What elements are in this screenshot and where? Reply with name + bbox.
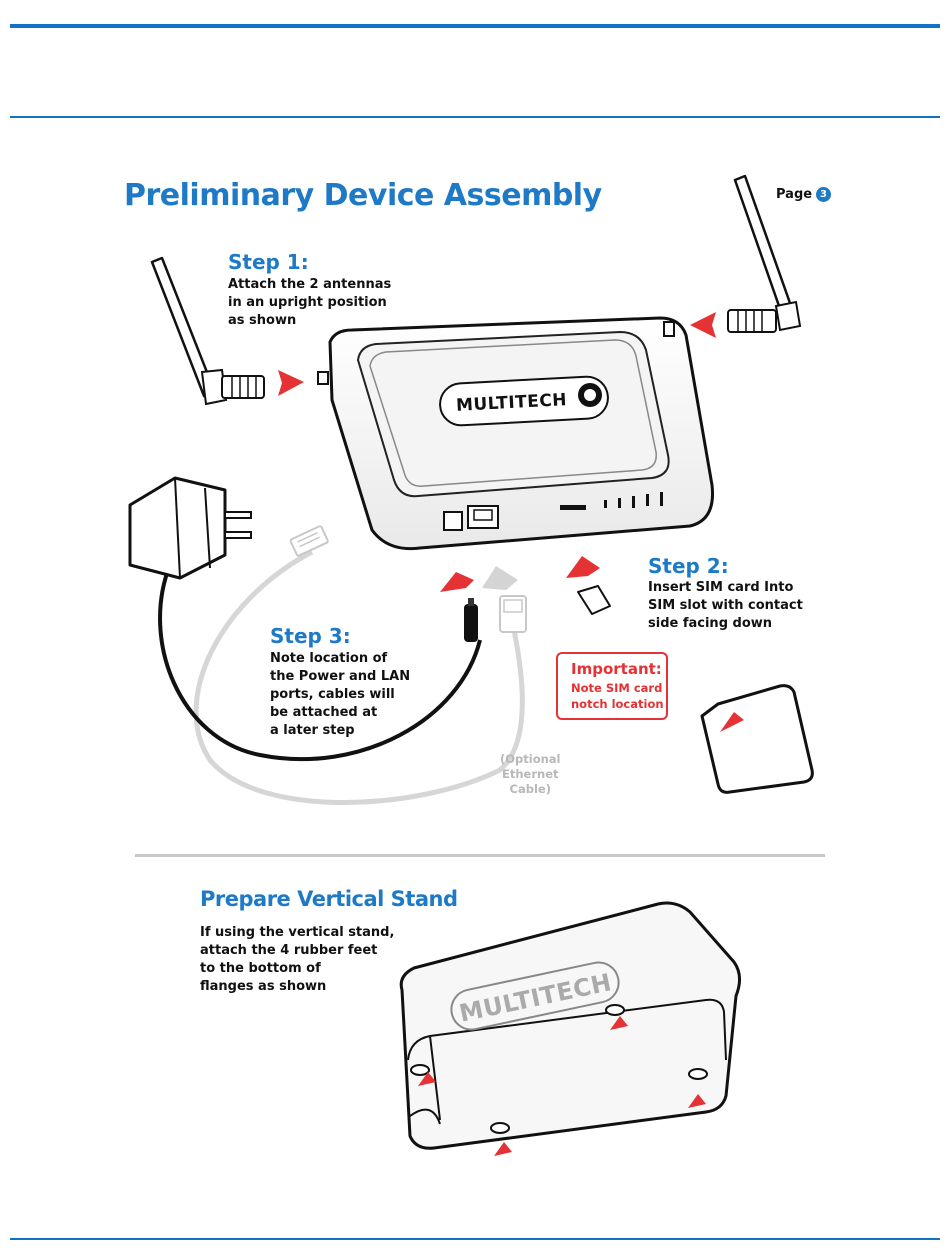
stand-line: to the bottom of <box>200 961 321 976</box>
step3-text: Note location of the Power and LAN ports… <box>270 650 410 740</box>
stand-line: attach the 4 rubber feet <box>200 943 378 958</box>
stand-title: Prepare Vertical Stand <box>200 887 458 911</box>
step1-line: Attach the 2 antennas <box>228 277 392 292</box>
arrow-notch-icon <box>720 712 744 732</box>
ethernet-connector-left-icon <box>289 525 329 557</box>
step3-line: be attached at <box>270 705 378 720</box>
step2-heading: Step 2: <box>648 554 729 578</box>
step2-line: SIM slot with contact <box>648 598 803 613</box>
rubber-foot-icon <box>490 1122 510 1134</box>
sim-slot-icon <box>560 505 586 510</box>
stand-text: If using the vertical stand, attach the … <box>200 924 394 996</box>
optional-line: (Optional <box>500 752 561 766</box>
important-text: Note SIM card notch location <box>571 680 664 712</box>
page-number-badge: 3 <box>816 187 831 202</box>
rubber-foot-icon <box>605 1004 625 1016</box>
step1-heading: Step 1: <box>228 250 309 274</box>
step3-heading: Step 3: <box>270 624 351 648</box>
optional-line: Cable) <box>509 782 551 796</box>
arrow-power-icon <box>440 572 474 592</box>
arrow-antenna-right-icon <box>690 312 716 338</box>
stand-line: flanges as shown <box>200 979 327 994</box>
arrow-antenna-left-icon <box>278 370 304 396</box>
sim-card-large-icon <box>700 684 814 794</box>
router-device-icon <box>317 316 715 551</box>
important-callout <box>556 652 668 720</box>
step1-text: Attach the 2 antennas in an upright posi… <box>228 276 391 330</box>
power-adapter-icon <box>128 476 252 580</box>
sim-card-small-icon <box>577 585 611 615</box>
power-port-icon <box>443 511 463 531</box>
step1-line: as shown <box>228 313 297 328</box>
step1-line: in an upright position <box>228 295 387 310</box>
arrow-sim-icon <box>566 556 600 578</box>
ethernet-cable <box>193 549 525 805</box>
important-line: notch location <box>571 697 664 711</box>
header-rule <box>10 116 940 118</box>
optional-cable-label: (Optional Ethernet Cable) <box>500 752 561 797</box>
step3-line: ports, cables will <box>270 687 395 702</box>
arrow-lan-icon <box>482 566 518 590</box>
step2-line: side facing down <box>648 616 773 631</box>
antenna-left-icon <box>150 256 265 406</box>
page-title: Preliminary Device Assembly <box>124 178 602 213</box>
arrow-foot-1-icon <box>418 1072 436 1086</box>
arrow-foot-4-icon <box>688 1094 706 1108</box>
status-leds-icon <box>604 492 663 508</box>
section-divider <box>135 854 825 857</box>
power-cable <box>158 564 482 761</box>
rubber-foot-icon <box>688 1068 708 1080</box>
important-heading: Important: <box>571 660 662 678</box>
arrow-foot-2-icon <box>494 1142 512 1156</box>
important-line: Note SIM card <box>571 681 663 695</box>
power-plug-icon <box>464 598 478 642</box>
rubber-foot-icon <box>410 1064 430 1076</box>
antenna-right-icon <box>727 174 802 333</box>
step2-text: Insert SIM card Into SIM slot with conta… <box>648 579 803 633</box>
footer-rule <box>10 1238 940 1240</box>
step2-line: Insert SIM card Into <box>648 580 794 595</box>
optional-line: Ethernet <box>502 767 559 781</box>
step3-line: the Power and LAN <box>270 669 411 684</box>
stand-line: If using the vertical stand, <box>200 925 395 940</box>
arrow-foot-3-icon <box>610 1016 628 1030</box>
step3-line: a later step <box>270 723 355 738</box>
page-label: Page <box>776 187 813 202</box>
lan-port-icon <box>467 505 499 529</box>
ethernet-connector-right-icon <box>499 595 527 633</box>
step3-line: Note location of <box>270 651 388 666</box>
vertical-stand-icon <box>399 901 741 1150</box>
top-rule <box>10 24 940 28</box>
